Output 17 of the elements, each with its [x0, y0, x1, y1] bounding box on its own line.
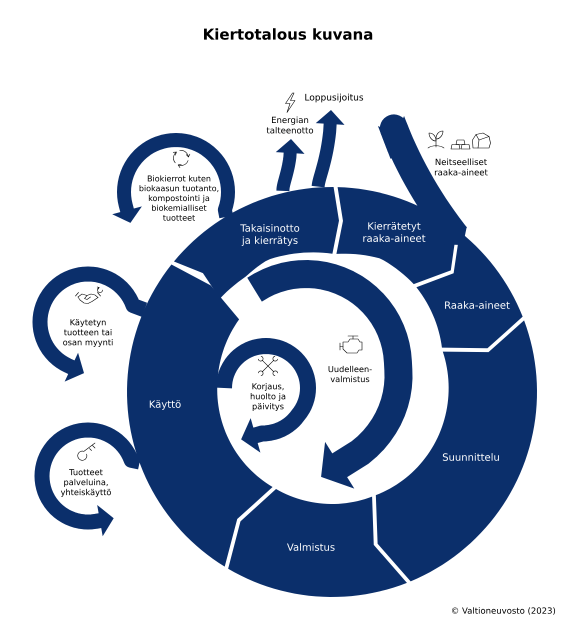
text-label: Energian talteenotto	[266, 116, 314, 134]
node-label: Suunnittelu	[442, 453, 499, 461]
edge-label: Uudelleen- valmistus	[328, 366, 372, 382]
ring-segment: Kierrätetyt raaka-aineet	[336, 187, 457, 284]
ring-segment: Suunnittelu	[376, 320, 537, 582]
curved-arrow	[216, 338, 316, 453]
text-label: Tuotteet palveluina, yhteiskäyttö	[60, 469, 111, 497]
text-label: Käytetyn tuotteen tai osan myynti	[63, 319, 113, 347]
node-label: Valmistus	[286, 543, 335, 551]
curved-arrow	[247, 260, 412, 489]
text-label: Neitseelliset raaka-aineet	[434, 158, 488, 176]
curved-arrow	[378, 114, 467, 246]
text-label: Loppusijoitus	[305, 94, 364, 102]
title: Kiertotalous kuvana	[204, 28, 372, 40]
copyright-note: © Valtioneuvosto (2023)	[452, 607, 556, 615]
ring-segment: Valmistus	[228, 489, 407, 597]
node-label: Käyttö	[150, 400, 181, 410]
